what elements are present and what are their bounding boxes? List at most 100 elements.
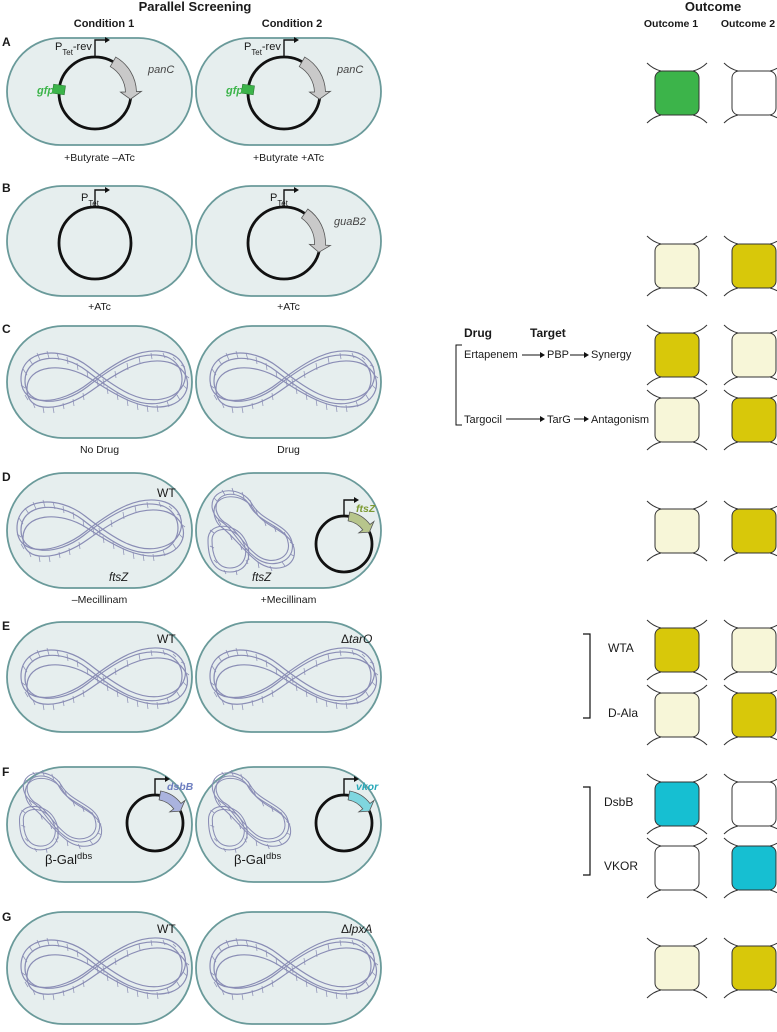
gene-ftsZ-plasmid [347,511,375,534]
promoter-arrow-a-2-head [294,37,299,43]
plasmid-b-1 [57,205,133,281]
promoter-arrow-f-2 [343,778,354,795]
outcome-c-1a-corners [646,324,708,386]
outcome-g-1-corners [646,937,708,999]
outcome-g-2-corners [723,937,777,999]
gene-label-ftsZ-plasmid: ftsZ [356,503,376,515]
outcome-c-2b-fill [731,397,777,443]
outcome-d-2-corners [723,500,777,562]
outcome-e-1b [646,684,708,746]
gene-label-panC-a-2: panC [336,64,363,76]
gene-panC-a-1 [109,56,143,100]
cell-a-1 [6,37,193,146]
gene-label-ftsZ-d-1: ftsZ [109,572,129,584]
outcome-d-2 [723,500,777,562]
outcome-f-1b-corners [646,837,708,899]
effect-antagonism: Antagonism [591,414,649,426]
outcome-d-1-corners [646,500,708,562]
side-label-dala: D-Ala [608,706,638,720]
promoter-arrow-f-1 [154,778,165,795]
promoter-arrow-f-2-head [354,776,359,782]
bracket-f [583,786,591,876]
label-delta-tarO: ΔtarO [341,632,372,646]
arrow-ertapenem-pbp-head [540,352,545,358]
outcome-g-2-fill [731,945,777,991]
gene-gfp-a-2 [241,83,255,96]
label-wt-d: WT [157,486,176,500]
panel-letter-d: D [2,470,11,484]
promoter-arrow-b-2 [283,189,294,206]
panel-letter-b: B [2,181,11,195]
outcome-d-1-fill [654,508,700,554]
promoter-arrow-a-2 [283,39,294,56]
outcome-e-2b-fill [731,692,777,738]
bracket-c [455,344,462,426]
outcome-c-1b-fill [654,397,700,443]
promoter-label-b-1: PTet [81,192,100,208]
panel-letter-c: C [2,322,11,336]
gene-label-gfp-a-1: gfp [36,85,54,97]
gene-label-f-1: dsbB [167,781,194,793]
outcome-e-2a [723,619,777,681]
bracket-e [583,633,591,719]
caption-b-2: +ATc [277,301,300,313]
title-parallel-screening: Parallel Screening [139,0,252,14]
outcome-a-1-corners [646,62,708,124]
outcome-e-1b-corners [646,684,708,746]
outcome-f-2b-corners [723,837,777,899]
panel-letter-f: F [2,765,9,779]
header-condition-1: Condition 1 [74,18,135,30]
outcome-b-1 [646,235,708,297]
outcome-f-1b-fill [654,845,700,891]
gene-label-panC-a-1: panC [147,64,174,76]
outcome-a-2 [723,62,777,124]
panel-letter-e: E [2,619,10,633]
cell-d-2 [195,472,382,589]
arrow-targocil-targ-head [540,416,545,422]
outcome-e-1a [646,619,708,681]
promoter-arrow-b-2-head [294,187,299,193]
target-targ: TarG [547,414,571,426]
outcome-f-1b [646,837,708,899]
caption-b-1: +ATc [88,301,111,313]
target-pbp: PBP [547,349,569,361]
cell-c-2 [195,325,382,439]
side-header-drug: Drug [464,326,492,340]
promoter-arrow-b-1 [94,189,105,206]
outcome-g-1-fill [654,945,700,991]
cell-b-2 [195,185,382,297]
caption-c-1: No Drug [80,444,119,456]
reporter-label-f-2: β-Galdbs [234,851,281,867]
outcome-c-2a-corners [723,324,777,386]
header-outcome-1: Outcome 1 [644,18,698,30]
outcome-b-2-corners [723,235,777,297]
outcome-e-1a-corners [646,619,708,681]
outcome-c-1a-fill [654,332,700,378]
caption-a-1: +Butyrate –ATc [64,152,135,164]
outcome-c-2a [723,324,777,386]
outcome-g-1 [646,937,708,999]
outcome-f-2a-fill [731,781,777,827]
outcome-a-1-fill [654,70,700,116]
outcome-a-2-fill [731,70,777,116]
outcome-f-1a [646,773,708,835]
gene-label-f-2: vkor [356,781,379,793]
arrow-targ-antagonism-head [584,416,589,422]
gene-f-2 [347,790,375,813]
outcome-f-2a [723,773,777,835]
outcome-f-1a-fill [654,781,700,827]
gene-gfp-a-1 [52,83,66,96]
side-header-target: Target [530,326,566,340]
promoter-label-a-2: PTet-rev [244,41,281,57]
caption-d-1: –Mecillinam [72,594,128,606]
outcome-b-1-fill [654,243,700,289]
outcome-f-2b [723,837,777,899]
outcome-c-1b [646,389,708,451]
outcome-g-2 [723,937,777,999]
outcome-d-2-fill [731,508,777,554]
outcome-e-2b-corners [723,684,777,746]
drug-targocil: Targocil [464,414,502,426]
side-label-vkor: VKOR [604,859,638,873]
label-wt-e: WT [157,632,176,646]
